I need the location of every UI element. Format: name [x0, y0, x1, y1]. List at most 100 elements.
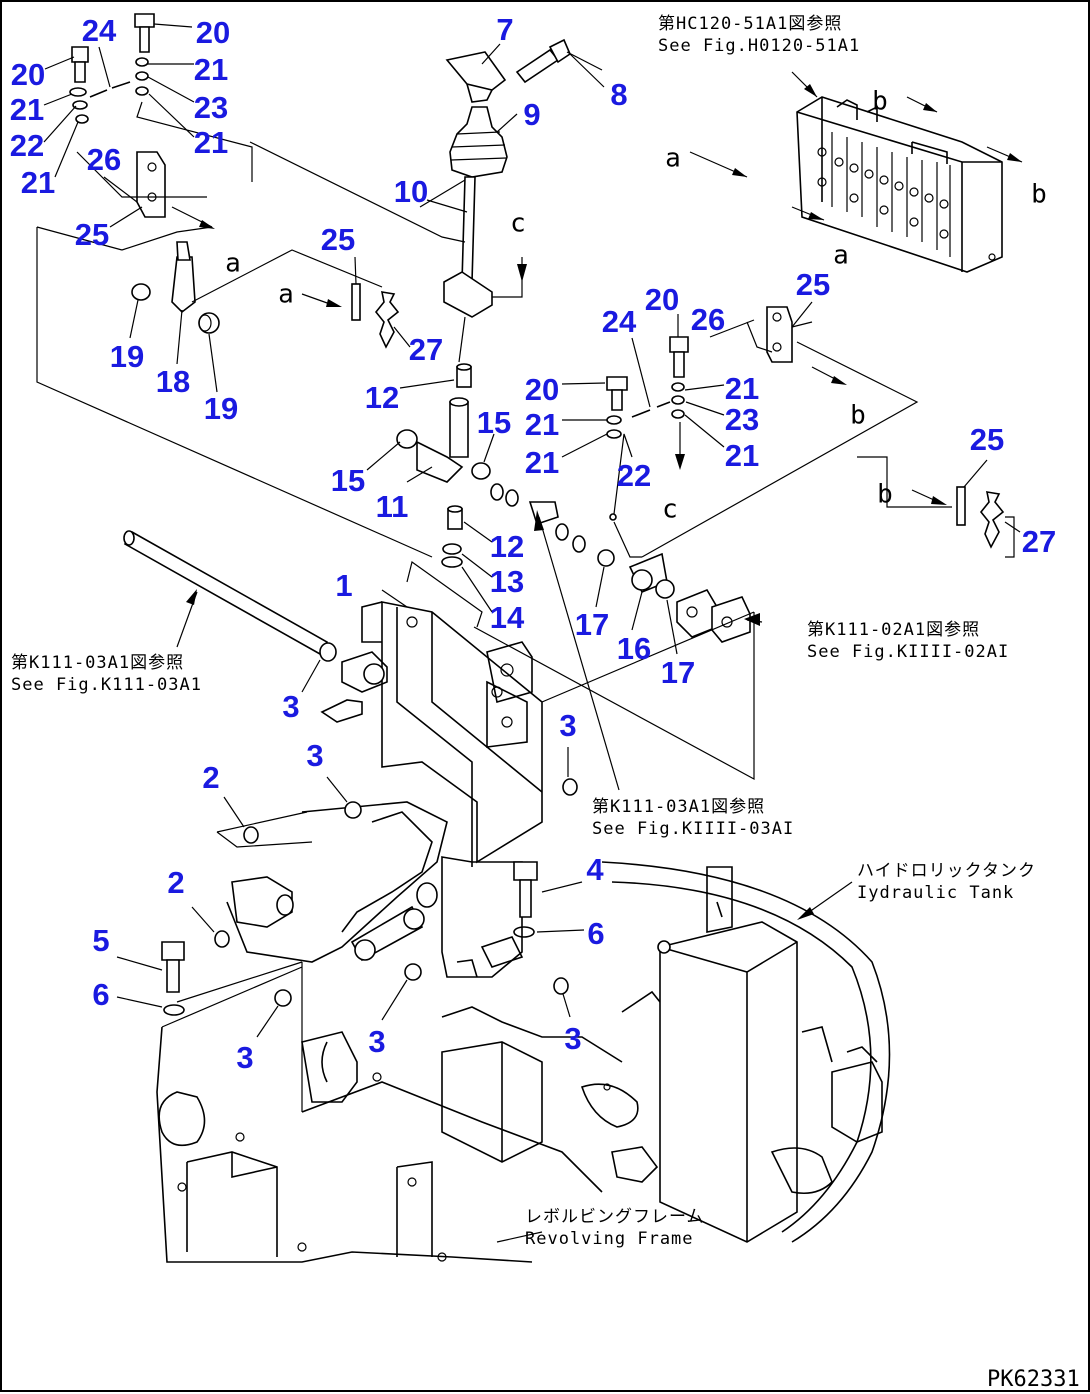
part-label-p25d: 25 [970, 422, 1004, 457]
collar-15-right [471, 462, 491, 480]
long-shaft [123, 530, 329, 656]
note-jp-n6: レボルビングフレーム [525, 1207, 705, 1227]
note-en-n3: See Fig.KIIII-02AI [807, 642, 1009, 662]
washer-6-left [163, 1004, 185, 1016]
bushing-19-left [131, 283, 151, 301]
part-label-p18: 18 [156, 364, 190, 399]
note-jp-n3: 第K111-02A1図参照 [807, 620, 980, 640]
bolt-4 [513, 861, 538, 918]
washer-6-right [513, 926, 535, 938]
bushing-3-c [562, 778, 578, 796]
part-label-p23a: 23 [194, 90, 228, 125]
part-label-p3d: 3 [368, 1024, 385, 1059]
revolving-frame [156, 861, 891, 1263]
part-label-p6a: 6 [587, 916, 604, 951]
part-label-p24a: 24 [82, 13, 117, 48]
part-label-p20c: 20 [525, 372, 559, 407]
part-label-p21b: 21 [10, 92, 44, 127]
part-label-p24b: 24 [602, 304, 637, 339]
note-en-n5: Iydraulic Tank [857, 883, 1014, 903]
part-label-p19b: 19 [204, 391, 238, 426]
part-label-p3e: 3 [236, 1040, 253, 1075]
note-en-n2: See Fig.K111-03A1 [11, 675, 202, 695]
ref-letter-lb4: b [877, 480, 893, 510]
bushing-3-e [274, 989, 292, 1007]
part-label-p21g: 21 [725, 438, 759, 473]
note-jp-n4: 第K111-03A1図参照 [592, 797, 765, 817]
part-label-p17b: 17 [661, 655, 695, 690]
note-en-n6: Revolving Frame [525, 1229, 694, 1249]
note-jp-n2: 第K111-03A1図参照 [11, 653, 184, 673]
part-label-p17a: 17 [575, 607, 609, 642]
part-label-p16: 16 [617, 631, 651, 666]
part-label-p25a: 25 [75, 217, 109, 252]
clevis-25-left [351, 283, 400, 349]
control-valve-block [796, 96, 1003, 273]
part-label-p8: 8 [610, 77, 627, 112]
part-label-p21f: 21 [525, 407, 559, 442]
lever-shaft-11 [416, 397, 469, 483]
lever-18 [171, 241, 196, 314]
part-label-p22a: 22 [10, 128, 44, 163]
part-label-p3c: 3 [559, 708, 576, 743]
ref-letter-la4: a [833, 241, 849, 271]
part-label-p22b: 22 [617, 458, 651, 493]
part-label-p23b: 23 [725, 402, 759, 437]
mount-frame [226, 801, 524, 978]
bushing-3-a [319, 642, 337, 662]
bolt-5 [161, 941, 185, 993]
part-label-p2a: 2 [202, 760, 219, 795]
part-label-p12b: 12 [490, 529, 524, 564]
ref-letter-lb3: b [850, 401, 866, 431]
part-label-p25c: 25 [796, 267, 830, 302]
bushing-12-lower [447, 505, 463, 530]
lever-rod [419, 176, 493, 318]
part-label-p25b: 25 [321, 222, 355, 257]
part-label-p20b: 20 [11, 57, 45, 92]
bushing-2-upper [243, 826, 259, 844]
part-label-p26a: 26 [87, 142, 121, 177]
part-label-p2b: 2 [167, 865, 184, 900]
part-label-p21c: 21 [194, 125, 228, 160]
part-label-p9: 9 [523, 97, 540, 132]
part-label-p21a: 21 [194, 52, 228, 87]
part-label-p3b: 3 [306, 738, 323, 773]
ref-letter-la1: a [225, 249, 241, 279]
ref-letter-lb1: b [872, 87, 888, 117]
washer-14 [441, 556, 463, 568]
part-label-p4: 4 [586, 852, 604, 887]
ref-letter-lb2: b [1031, 180, 1047, 210]
bushing-17-right [655, 579, 675, 599]
ref-letter-lc2: c [662, 495, 678, 525]
part-label-p27a: 27 [409, 332, 443, 367]
part-label-p6b: 6 [92, 977, 109, 1012]
note-jp-n1: 第HC120-51A1図参照 [658, 14, 842, 34]
rod-end-26-right [766, 306, 793, 363]
part-label-p15a: 15 [477, 405, 511, 440]
knob-bolt [515, 38, 603, 84]
part-label-p3f: 3 [564, 1021, 581, 1056]
leader-lines [43, 23, 1021, 1038]
part-label-p12a: 12 [365, 380, 399, 415]
lever-boot [449, 106, 508, 178]
part-label-p13: 13 [490, 564, 524, 599]
hydraulic-tank [657, 866, 798, 1243]
part-label-p10: 10 [394, 174, 428, 209]
note-en-n1: See Fig.H0120-51A1 [658, 36, 860, 56]
part-label-p20d: 20 [645, 282, 679, 317]
bushing-3-b [344, 801, 362, 819]
part-label-p21d: 21 [21, 165, 55, 200]
part-label-p11: 11 [376, 489, 409, 524]
ref-letter-lc1: c [510, 209, 526, 239]
bushing-12-upper [456, 363, 472, 388]
note-jp-n5: ハイドロリックタンク [857, 861, 1036, 881]
note-en-n4: See Fig.KIIII-03AI [592, 819, 794, 839]
bushing-19-right [198, 312, 220, 334]
ref-letter-la2: a [278, 280, 294, 310]
part-label-p3a: 3 [282, 689, 299, 724]
